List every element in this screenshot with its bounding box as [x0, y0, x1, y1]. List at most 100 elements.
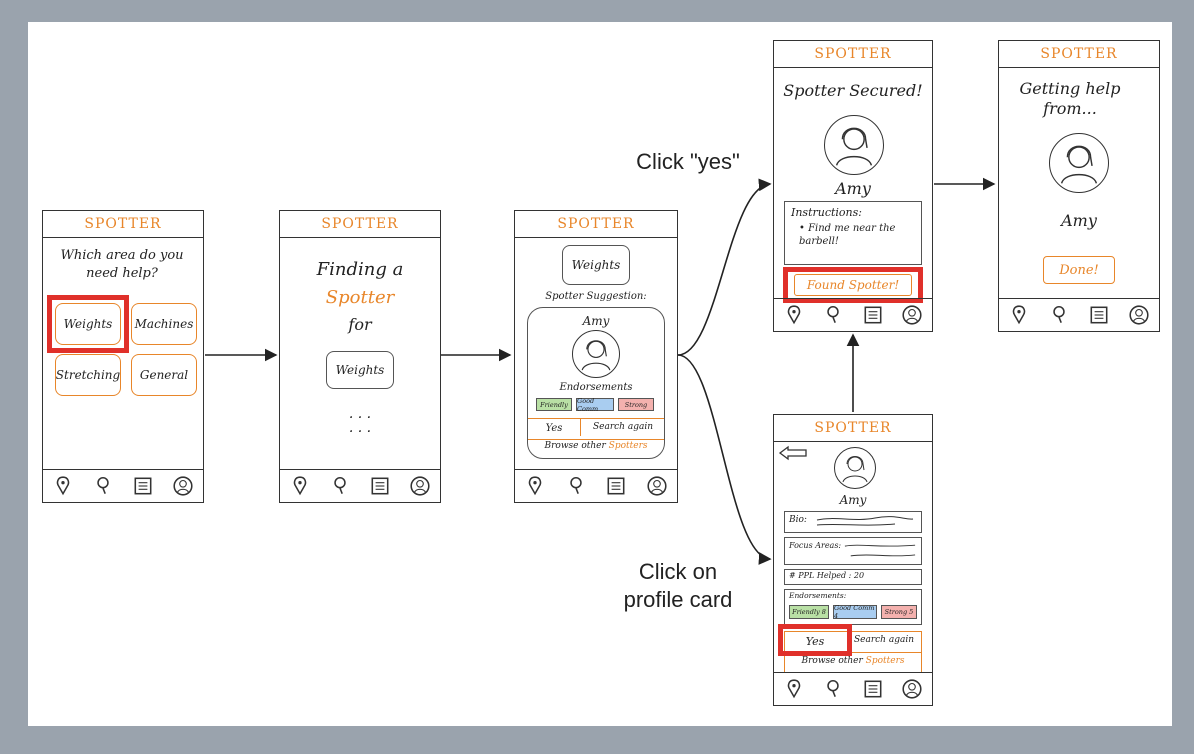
flow-arrows	[205, 177, 996, 565]
screen-getting-help: SPOTTER Getting help from... Amy Done!	[998, 40, 1160, 332]
general-option[interactable]: General	[131, 354, 197, 396]
instruction-text: • Find me near the barbell!	[799, 223, 896, 247]
weights-option[interactable]: Weights	[55, 303, 121, 345]
back-arrow-icon[interactable]	[778, 445, 808, 461]
tag-good-comm: Good Comm	[576, 397, 614, 413]
app-header: SPOTTER	[280, 211, 440, 238]
yes-button[interactable]: Yes	[528, 419, 581, 436]
list-icon[interactable]	[862, 304, 884, 326]
app-header: SPOTTER	[515, 211, 677, 238]
browse-prefix: Browse other	[544, 441, 606, 451]
screen-spotter-suggestion: SPOTTER Weights Spotter Suggestion: Amy …	[514, 210, 678, 503]
stretching-option[interactable]: Stretching	[55, 354, 121, 396]
instructions-box: Instructions: • Find me near the barbell…	[784, 201, 922, 265]
location-pin-icon[interactable]	[52, 475, 74, 497]
highlight-weights	[47, 295, 129, 353]
tag-friendly: Friendly	[536, 398, 572, 411]
tag-good-comm: Good Comm 4	[833, 604, 877, 620]
found-spotter-button[interactable]: Found Spotter!	[794, 274, 912, 296]
category-chip: Weights	[326, 351, 394, 389]
list-icon[interactable]	[1088, 304, 1110, 326]
area-question: Which area do you need help?	[60, 248, 184, 281]
search-icon[interactable]	[822, 678, 844, 700]
finding-line1: Finding a	[316, 259, 404, 280]
finding-line2: Spotter	[325, 287, 395, 308]
focus-box: Focus Areas:	[784, 537, 922, 565]
endorsements-label: Endorsements	[559, 382, 633, 393]
profile-icon[interactable]	[901, 678, 923, 700]
search-icon[interactable]	[1048, 304, 1070, 326]
list-icon[interactable]	[862, 678, 884, 700]
avatar	[572, 330, 620, 378]
list-icon[interactable]	[605, 475, 627, 497]
focus-label: Focus Areas:	[789, 541, 842, 550]
endorsements-box: Endorsements: Friendly 8 Good Comm 4 Str…	[784, 589, 922, 625]
bio-box: Bio:	[784, 511, 922, 533]
bottom-nav	[999, 298, 1159, 331]
loading-dots: . . . . . .	[348, 406, 372, 436]
category-chip: Weights	[562, 245, 630, 285]
profile-icon[interactable]	[901, 304, 923, 326]
getting-help-title: Getting help from...	[1019, 79, 1121, 118]
browse-prefix: Browse other	[801, 656, 863, 666]
app-header: SPOTTER	[999, 41, 1159, 68]
bottom-nav	[280, 469, 440, 502]
profile-card[interactable]: Amy Endorsements Friendly Good Comm Stro…	[527, 307, 665, 459]
tag-strong: Strong 5	[881, 605, 917, 619]
location-pin-icon[interactable]	[289, 475, 311, 497]
helped-box: # PPL Helped : 20	[784, 569, 922, 585]
spotter-name: Amy	[1061, 211, 1097, 230]
app-header: SPOTTER	[774, 41, 932, 68]
screen-spotter-secured: SPOTTER Spotter Secured! Amy Instruction…	[773, 40, 933, 332]
screen-finding-spotter: SPOTTER Finding a Spotter for Weights . …	[279, 210, 441, 503]
browse-row[interactable]: Browse other Spotters	[528, 441, 664, 451]
avatar	[824, 115, 884, 175]
spotter-name: Amy	[839, 493, 867, 507]
bio-scribble	[816, 516, 914, 526]
search-again-button[interactable]: Search again	[853, 635, 915, 645]
search-icon[interactable]	[822, 304, 844, 326]
profile-icon[interactable]	[1128, 304, 1150, 326]
bottom-nav	[515, 469, 677, 502]
machines-option[interactable]: Machines	[131, 303, 197, 345]
location-pin-icon[interactable]	[1008, 304, 1030, 326]
bottom-nav	[774, 298, 932, 331]
suggestion-label: Spotter Suggestion:	[545, 291, 647, 302]
search-again-button[interactable]: Search again	[592, 422, 654, 432]
avatar	[1049, 133, 1109, 193]
profile-icon[interactable]	[646, 475, 668, 497]
flow-canvas: SPOTTER Which area do you need help? Wei…	[28, 22, 1172, 726]
screen-area-select: SPOTTER Which area do you need help? Wei…	[42, 210, 204, 503]
done-button[interactable]: Done!	[1043, 256, 1115, 284]
endorsements-label: Endorsements:	[789, 591, 847, 600]
location-pin-icon[interactable]	[783, 678, 805, 700]
action-row: Yes Search again	[528, 418, 664, 440]
screen-spotter-profile: SPOTTER Amy Bio: Focus Areas: # PPL Help…	[773, 414, 933, 706]
helped-count: # PPL Helped : 20	[789, 571, 865, 580]
search-icon[interactable]	[565, 475, 587, 497]
bottom-nav	[43, 469, 203, 502]
list-icon[interactable]	[132, 475, 154, 497]
instructions-label: Instructions:	[791, 206, 862, 219]
browse-link[interactable]: Spotters	[608, 441, 648, 451]
profile-icon[interactable]	[172, 475, 194, 497]
avatar	[834, 447, 876, 489]
location-pin-icon[interactable]	[524, 475, 546, 497]
search-icon[interactable]	[92, 475, 114, 497]
browse-row[interactable]: Browse other Spotters	[785, 656, 921, 666]
search-icon[interactable]	[329, 475, 351, 497]
caption-click-yes: Click "yes"	[636, 149, 740, 174]
bottom-nav	[774, 672, 932, 705]
browse-link[interactable]: Spotters	[865, 656, 905, 666]
location-pin-icon[interactable]	[783, 304, 805, 326]
action-divider	[785, 652, 921, 653]
bio-label: Bio:	[789, 515, 807, 525]
app-header: SPOTTER	[43, 211, 203, 238]
finding-line3: for	[348, 315, 372, 334]
tag-strong: Strong	[618, 398, 654, 411]
profile-icon[interactable]	[409, 475, 431, 497]
yes-button[interactable]: Yes	[805, 635, 825, 648]
spotter-name: Amy	[835, 179, 871, 198]
list-icon[interactable]	[369, 475, 391, 497]
highlight-found-spotter	[783, 267, 923, 303]
